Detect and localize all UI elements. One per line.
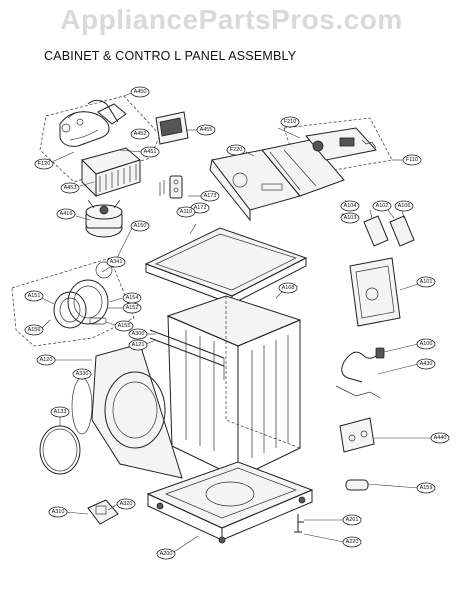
callout-a455: A455 bbox=[196, 124, 216, 136]
svg-text:A310: A310 bbox=[52, 509, 65, 515]
small-fasteners bbox=[159, 175, 183, 199]
callout-a416: A416 bbox=[56, 208, 76, 220]
svg-text:A450: A450 bbox=[134, 89, 147, 95]
callout-a341: A341 bbox=[106, 256, 126, 268]
svg-text:A100: A100 bbox=[420, 341, 433, 347]
bracket bbox=[87, 499, 119, 525]
svg-text:A440: A440 bbox=[434, 435, 447, 441]
svg-text:A106: A106 bbox=[398, 203, 411, 209]
control-panel-assembly bbox=[209, 117, 393, 222]
callout-a330: A330 bbox=[72, 368, 92, 380]
callout-a150: A150 bbox=[130, 220, 150, 232]
callout-a159: A159 bbox=[416, 482, 436, 494]
svg-text:A103: A103 bbox=[344, 215, 357, 221]
callout-a156: A156 bbox=[24, 324, 44, 336]
callout-a101: A101 bbox=[416, 276, 436, 288]
cabinet bbox=[71, 227, 308, 479]
callout-a133: A133 bbox=[50, 406, 70, 418]
callout-a300: A300 bbox=[128, 328, 148, 340]
callout-a452: A452 bbox=[130, 128, 150, 140]
svg-text:A300: A300 bbox=[132, 331, 145, 337]
diagram-title: CABINET & CONTRO L PANEL ASSEMBLY bbox=[44, 49, 297, 63]
svg-text:A416: A416 bbox=[60, 211, 73, 217]
callout-f220: F220 bbox=[226, 144, 246, 156]
blower-motor bbox=[85, 199, 123, 238]
svg-text:A220: A220 bbox=[346, 539, 359, 545]
callout-a106: A106 bbox=[394, 200, 414, 212]
inlet-valves bbox=[341, 202, 415, 247]
svg-text:A133: A133 bbox=[54, 409, 67, 415]
right-side-parts bbox=[294, 257, 401, 533]
callout-a220: A220 bbox=[342, 536, 362, 548]
svg-text:A172: A172 bbox=[194, 205, 207, 211]
callout-f110: F110 bbox=[402, 154, 422, 166]
svg-text:A452: A452 bbox=[134, 131, 147, 137]
svg-text:A200: A200 bbox=[160, 551, 173, 557]
svg-text:A455: A455 bbox=[200, 127, 213, 133]
svg-text:A330: A330 bbox=[76, 371, 89, 377]
callout-a110: A110 bbox=[176, 206, 196, 218]
svg-text:A156: A156 bbox=[28, 327, 41, 333]
svg-text:A453: A453 bbox=[64, 185, 77, 191]
callout-a173: A173 bbox=[200, 190, 220, 202]
callout-a440: A440 bbox=[430, 432, 450, 444]
callout-a155: A155 bbox=[114, 320, 134, 332]
svg-text:A104: A104 bbox=[344, 203, 357, 209]
svg-text:A101: A101 bbox=[420, 279, 433, 285]
svg-text:A159: A159 bbox=[420, 485, 433, 491]
callout-a430: A430 bbox=[416, 358, 436, 370]
callout-a103: A103 bbox=[340, 212, 360, 224]
watermark: AppliancePartsPros.com bbox=[60, 4, 403, 35]
control-module bbox=[155, 111, 189, 145]
svg-text:A110: A110 bbox=[180, 209, 192, 215]
svg-text:A152: A152 bbox=[126, 305, 139, 311]
svg-text:A430: A430 bbox=[420, 361, 433, 367]
svg-text:A102: A102 bbox=[376, 203, 389, 209]
svg-text:A155: A155 bbox=[118, 323, 131, 329]
callout-a120: A120 bbox=[36, 354, 56, 366]
svg-text:A451: A451 bbox=[144, 149, 157, 155]
door-ring bbox=[39, 425, 81, 475]
callout-a102: A102 bbox=[372, 200, 392, 212]
svg-text:A120: A120 bbox=[40, 357, 53, 363]
svg-text:F110: F110 bbox=[406, 157, 418, 163]
svg-text:A320: A320 bbox=[120, 501, 133, 507]
callout-a108: A108 bbox=[278, 282, 298, 294]
callout-f210: F210 bbox=[280, 116, 300, 128]
svg-text:A341: A341 bbox=[110, 259, 123, 265]
svg-text:A261: A261 bbox=[346, 517, 359, 523]
callout-a453: A453 bbox=[60, 182, 80, 194]
callout-a100: A100 bbox=[416, 338, 436, 350]
svg-text:F120: F120 bbox=[38, 161, 51, 167]
callout-a450: A450 bbox=[130, 86, 150, 98]
heater-box bbox=[81, 147, 142, 198]
svg-text:A108: A108 bbox=[282, 285, 295, 291]
svg-text:F210: F210 bbox=[284, 119, 297, 125]
callout-a104: A104 bbox=[340, 200, 360, 212]
svg-text:A150: A150 bbox=[134, 223, 147, 229]
svg-text:A173: A173 bbox=[204, 193, 217, 199]
callout-a320: A320 bbox=[116, 498, 136, 510]
base bbox=[146, 461, 314, 544]
svg-text:A121: A121 bbox=[132, 342, 145, 348]
svg-text:F220: F220 bbox=[230, 147, 243, 153]
callout-a451: A451 bbox=[140, 146, 160, 158]
callout-a200: A200 bbox=[156, 548, 176, 560]
callout-a151: A151 bbox=[24, 290, 44, 302]
callout-a154: A154 bbox=[122, 292, 142, 304]
callout-a121: A121 bbox=[128, 339, 148, 351]
svg-text:A154: A154 bbox=[126, 295, 139, 301]
callout-a261: A261 bbox=[342, 514, 362, 526]
svg-text:A151: A151 bbox=[28, 293, 41, 299]
callout-a152: A152 bbox=[122, 302, 142, 314]
callout-a310: A310 bbox=[48, 506, 68, 518]
callout-f120: F120 bbox=[34, 158, 54, 170]
